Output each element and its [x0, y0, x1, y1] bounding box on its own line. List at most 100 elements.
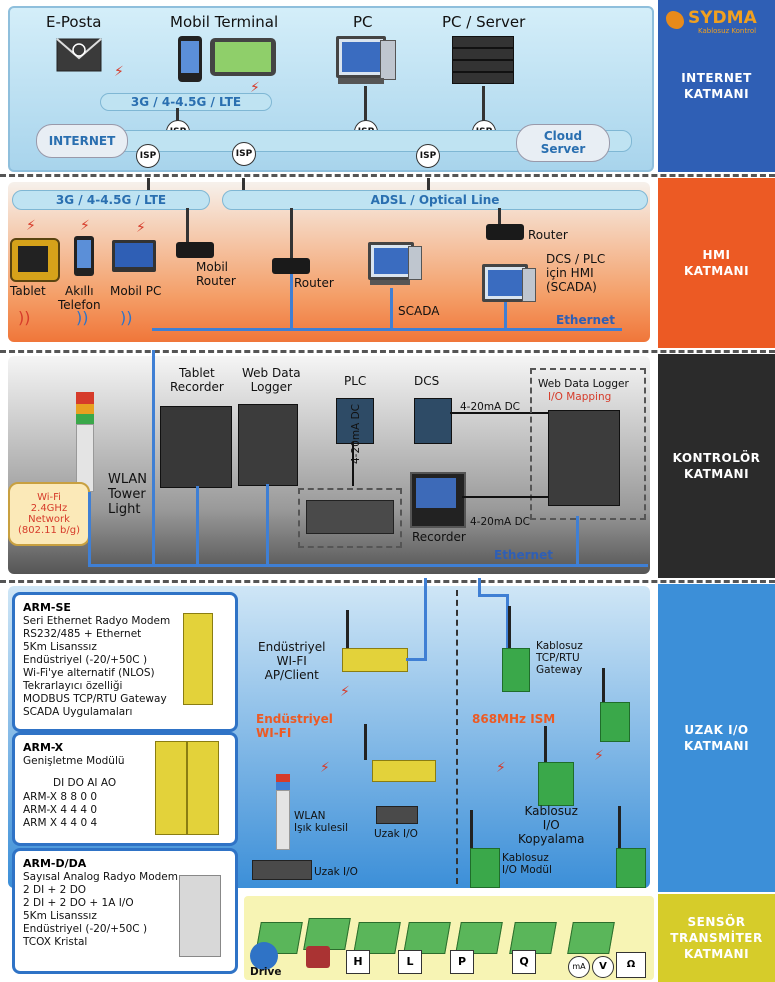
- valve-icon: [306, 946, 330, 968]
- controller-layer-label: KONTROLÖR KATMANI: [658, 354, 775, 578]
- dcs-icon: [414, 398, 452, 444]
- sensor-ohm-label: Ω: [626, 959, 636, 970]
- remote-ethernet-line: [424, 578, 427, 661]
- hmi-layer-label: HMI KATMANI: [658, 178, 775, 348]
- web-data-logger-right-label: Web Data Logger: [538, 378, 629, 390]
- smart-phone-label: Akıllı Telefon: [58, 284, 101, 312]
- sensor-v-label: V: [599, 961, 607, 972]
- hmi-lte-bar: 3G / 4-4.5G / LTE: [12, 190, 210, 210]
- mobile-phone-icon: [178, 36, 202, 82]
- scada-label: SCADA: [398, 304, 440, 318]
- sensor-l-label: L: [406, 955, 414, 968]
- scada-keyboard-icon: [370, 280, 410, 285]
- remote-io-divider: [456, 590, 458, 884]
- hmi-ethernet-drop: [290, 274, 293, 330]
- controller-ethernet-label: Ethernet: [494, 548, 553, 562]
- web-data-logger-label: Web Data Logger: [242, 366, 301, 394]
- copy-antenna-icon: [544, 726, 547, 762]
- volt-icon: V: [592, 956, 614, 978]
- sensor-row: Drive H L P Q mA V Ω: [250, 904, 650, 980]
- arm-se-text: Seri Ethernet Radyo Modem RS232/485 + Et…: [23, 615, 171, 718]
- web-data-logger-icon: [238, 404, 298, 486]
- controller-ethernet-drop: [88, 492, 91, 566]
- wireless-bolt-icon: ⚡: [80, 218, 90, 234]
- isp-node: ISP: [232, 142, 256, 166]
- remote-wireless-io-icon: [600, 702, 630, 742]
- router-drop-line: [290, 208, 293, 260]
- controller-ethernet-bus: [88, 564, 648, 567]
- level-l-icon: L: [398, 950, 422, 974]
- remote-io-label-2: Uzak I/O: [314, 866, 358, 878]
- controller-ethernet-drop: [196, 486, 199, 566]
- wireless-module-right-icon: [616, 848, 646, 888]
- dcs-signal-line: [450, 412, 550, 414]
- recorder-label: Recorder: [412, 530, 466, 544]
- pc-keyboard-icon: [338, 78, 384, 84]
- arm-se-card: ARM-SE Seri Ethernet Radyo Modem RS232/4…: [12, 592, 238, 732]
- hmi-ethernet-bus: [152, 328, 622, 331]
- router-icon: [272, 258, 310, 274]
- internet-layer: INTERNET KATMANI SYDMA Kablosuz Kontrol …: [0, 0, 775, 172]
- sensor-h-label: H: [353, 955, 363, 968]
- plc-icon: [336, 398, 374, 444]
- wifi-bubble-text: Wi-Fi 2.4GHz Network (802.11 b/g): [17, 492, 81, 536]
- gateway-device-icon: [502, 648, 530, 692]
- wireless-bolt-icon: ⚡: [114, 64, 124, 80]
- wlan-light-tower-icon: [276, 774, 290, 850]
- level-h-icon: H: [346, 950, 370, 974]
- mobile-pc-label: Mobil PC: [110, 284, 162, 298]
- arm-x-text: Genişletme Modülü: [23, 755, 125, 767]
- hmi-uplink-line: [147, 178, 150, 190]
- mobile-terminal-label: Mobil Terminal: [170, 13, 279, 31]
- wireless-module-antenna-icon: [470, 810, 473, 848]
- arm-se-title: ARM-SE: [23, 601, 71, 614]
- hmi-ethernet-drop: [504, 302, 507, 330]
- signal-recorder-label: 4-20mA DC: [470, 516, 530, 528]
- controller-ethernet-drop: [576, 516, 579, 566]
- milliamp-icon: mA: [568, 956, 590, 978]
- recorder-signal-line: [462, 496, 548, 498]
- wireless-bolt-icon: ⚡: [340, 684, 350, 700]
- wireless-bolt-icon: ⚡: [320, 760, 330, 776]
- wifi-signal-icon: )): [18, 308, 31, 327]
- wifi-signal-icon: )): [76, 308, 89, 327]
- tablet-label: Tablet: [10, 284, 46, 298]
- controller-ethernet-drop: [152, 350, 155, 566]
- arm-x-device-icon: [187, 741, 219, 835]
- pressure-icon: P: [450, 950, 474, 974]
- brand-logo: SYDMA Kablosuz Kontrol: [664, 8, 768, 36]
- wireless-module-label: Kablosuz I/O Modül: [502, 852, 552, 876]
- tablet-recorder-icon: [160, 406, 232, 488]
- arm-d-title: ARM-D/DA: [23, 857, 87, 870]
- router-drop-line: [498, 208, 501, 226]
- web-data-logger-right-icon: [548, 410, 620, 506]
- wifi-client-device-icon: [372, 760, 436, 782]
- isp-link-line: [364, 86, 367, 122]
- email-label: E-Posta: [46, 13, 102, 31]
- remote-io-device-icon: [376, 806, 418, 824]
- wifi-client-antenna-icon: [364, 724, 367, 760]
- arm-se-device-icon: [183, 613, 213, 705]
- hmi-ethernet-label: Ethernet: [556, 313, 615, 327]
- mobile-router-label: Mobil Router: [196, 260, 236, 288]
- layer-divider: [0, 174, 775, 177]
- hmi-uplink-line: [427, 178, 430, 190]
- remote-ethernet-line: [406, 658, 426, 661]
- wifi-bubble: Wi-Fi 2.4GHz Network (802.11 b/g): [8, 482, 90, 546]
- drive-icon: [250, 942, 278, 970]
- wlan-tower-label: WLAN Tower Light: [108, 472, 148, 517]
- sensor-drive-label: Drive: [250, 966, 282, 978]
- smart-phone-icon: [74, 236, 94, 276]
- flow-icon: Q: [512, 950, 536, 974]
- remote-ethernet-line: [506, 594, 509, 664]
- ism-label: 868MHz ISM: [472, 712, 556, 726]
- mobile-terminal-icon: [210, 38, 276, 76]
- isp-link-line: [482, 86, 485, 122]
- isp-node: ISP: [136, 144, 160, 168]
- brand-name: SYDMA: [688, 8, 757, 28]
- wifi-signal-icon: )): [120, 308, 133, 327]
- web-data-logger-group: [530, 368, 646, 520]
- brand-tagline: Kablosuz Kontrol: [698, 27, 757, 35]
- hmi-adsl-bar: ADSL / Optical Line: [222, 190, 648, 210]
- wireless-bolt-icon: ⚡: [594, 748, 604, 764]
